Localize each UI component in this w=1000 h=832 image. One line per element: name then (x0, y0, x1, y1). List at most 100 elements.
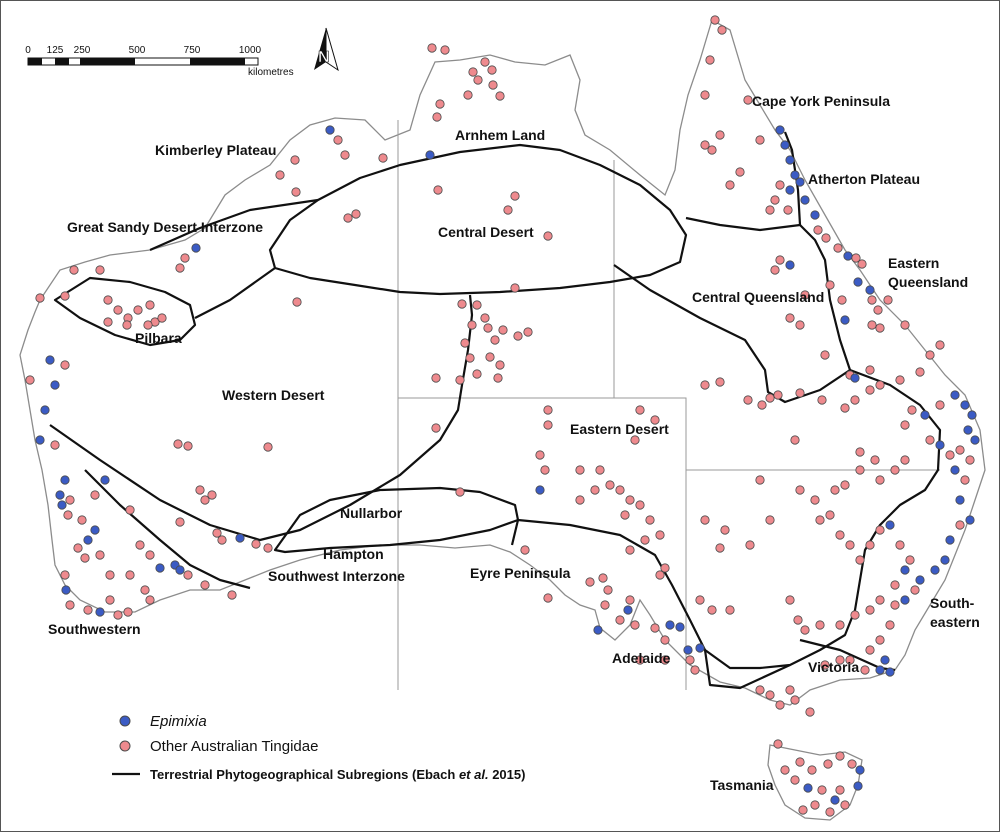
other-tingidae-point (850, 610, 860, 620)
other-tingidae-point (835, 530, 845, 540)
other-tingidae-point (251, 539, 261, 549)
epimixia-point (785, 260, 795, 270)
other-tingidae-point (455, 487, 465, 497)
epimixia-point (955, 495, 965, 505)
other-tingidae-point (125, 570, 135, 580)
other-tingidae-point (907, 405, 917, 415)
other-tingidae-point (431, 373, 441, 383)
other-tingidae-point (705, 55, 715, 65)
other-tingidae-point (710, 15, 720, 25)
other-tingidae-point (485, 352, 495, 362)
other-tingidae-point (125, 505, 135, 515)
other-tingidae-point (865, 540, 875, 550)
other-tingidae-point (785, 313, 795, 323)
epimixia-point (935, 440, 945, 450)
other-tingidae-point (585, 577, 595, 587)
other-tingidae-point (440, 45, 450, 55)
other-tingidae-point (490, 335, 500, 345)
label-eastern-queensland-1: Eastern (888, 255, 939, 271)
other-tingidae-point (603, 585, 613, 595)
other-tingidae-point (700, 515, 710, 525)
epimixia-point (795, 177, 805, 187)
other-tingidae-point (855, 447, 865, 457)
other-tingidae-point (543, 593, 553, 603)
other-tingidae-point (783, 205, 793, 215)
label-nullarbor: Nullarbor (340, 505, 403, 521)
label-western-desert: Western Desert (222, 387, 325, 403)
other-tingidae-point (133, 305, 143, 315)
label-atherton-plateau: Atherton Plateau (808, 171, 920, 187)
epimixia-point (963, 425, 973, 435)
other-tingidae-point (865, 365, 875, 375)
other-tingidae-point (745, 540, 755, 550)
other-tingidae-point (793, 615, 803, 625)
other-tingidae-point (800, 290, 810, 300)
other-tingidae-point (895, 540, 905, 550)
other-tingidae-point (765, 690, 775, 700)
other-tingidae-point (875, 635, 885, 645)
other-tingidae-point (480, 57, 490, 67)
north-arrow-label: N (318, 49, 330, 66)
other-tingidae-point (83, 605, 93, 615)
other-tingidae-point (810, 495, 820, 505)
other-tingidae-point (925, 435, 935, 445)
label-south-eastern-1: South- (930, 595, 975, 611)
legend-subregion-prefix: Terrestrial Phytogeographical Subregions… (150, 767, 459, 782)
label-eastern-queensland-2: Queensland (888, 274, 968, 290)
other-tingidae-point (820, 660, 830, 670)
other-tingidae-point (817, 395, 827, 405)
epimixia-point (83, 535, 93, 545)
other-tingidae-point (488, 80, 498, 90)
other-tingidae-point (173, 439, 183, 449)
other-tingidae-point (875, 323, 885, 333)
other-tingidae-point (227, 590, 237, 600)
other-tingidae-point (825, 807, 835, 817)
epimixia-point (95, 607, 105, 617)
epimixia-point (45, 355, 55, 365)
other-tingidae-point (743, 95, 753, 105)
other-tingidae-point (640, 535, 650, 545)
other-tingidae-point (113, 610, 123, 620)
other-tingidae-point (65, 600, 75, 610)
other-tingidae-point (795, 320, 805, 330)
other-tingidae-point (463, 90, 473, 100)
epimixia-point (57, 500, 67, 510)
other-tingidae-point (717, 25, 727, 35)
other-tingidae-point (543, 420, 553, 430)
other-tingidae-point (885, 620, 895, 630)
other-tingidae-point (620, 510, 630, 520)
other-tingidae-point (865, 385, 875, 395)
other-tingidae-point (143, 320, 153, 330)
epimixia-point (970, 435, 980, 445)
other-tingidae-point (123, 607, 133, 617)
other-tingidae-point (955, 445, 965, 455)
label-eyre-peninsula: Eyre Peninsula (470, 565, 571, 581)
mainland-coastline (19, 19, 986, 706)
other-tingidae-point (495, 360, 505, 370)
other-tingidae-point (835, 655, 845, 665)
other-tingidae-point (845, 540, 855, 550)
other-tingidae-point (145, 595, 155, 605)
other-tingidae-point (290, 155, 300, 165)
other-tingidae-point (200, 495, 210, 505)
other-tingidae-point (195, 485, 205, 495)
epimixia-point (853, 277, 863, 287)
other-tingidae-point (817, 785, 827, 795)
other-tingidae-point (103, 317, 113, 327)
other-tingidae-point (660, 635, 670, 645)
epimixia-point (920, 410, 930, 420)
other-tingidae-point (90, 490, 100, 500)
epimixia-point (950, 465, 960, 475)
tasmania-coastline (767, 744, 863, 821)
label-pilbara: Pilbara (135, 330, 182, 346)
other-tingidae-point (212, 528, 222, 538)
other-tingidae-point (503, 205, 513, 215)
other-tingidae-point (757, 400, 767, 410)
epimixia-point (535, 485, 545, 495)
other-tingidae-point (840, 403, 850, 413)
other-tingidae-point (590, 485, 600, 495)
other-tingidae-point (725, 180, 735, 190)
other-tingidae-point (498, 325, 508, 335)
state-borders (397, 120, 940, 690)
other-tingidae-point (743, 395, 753, 405)
